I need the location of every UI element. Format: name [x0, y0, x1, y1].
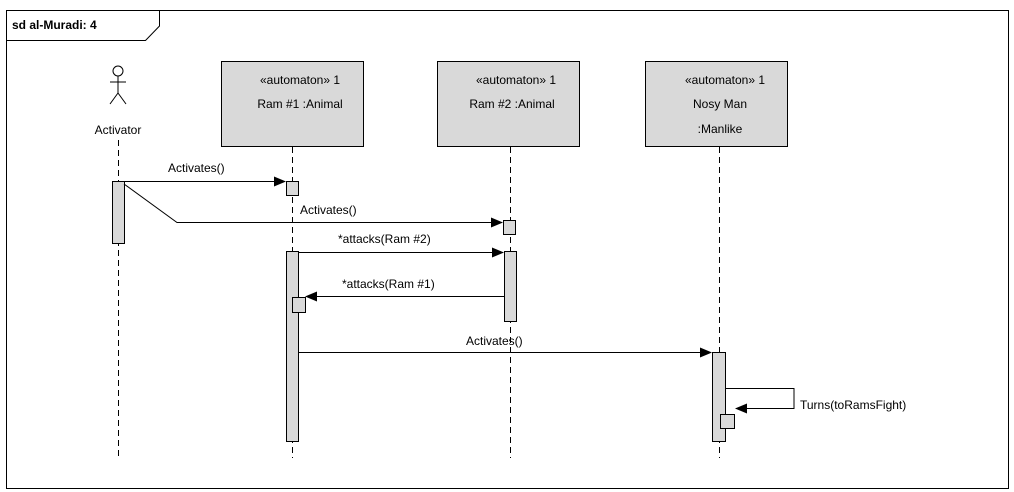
message-turns-self[interactable]: Turns(toRamsFight) [726, 388, 906, 414]
activation-bar [286, 181, 299, 196]
participant-ram2[interactable]: «automaton» 1 Ram #2 :Animal [437, 61, 580, 147]
message-label: Activates() [300, 203, 357, 217]
participant-name: Activator [95, 123, 142, 137]
participant-nosy[interactable]: «automaton» 1 Nosy Man :Manlike [645, 61, 788, 147]
participant-stereotype: «automaton» 1 [260, 73, 340, 87]
participant-name-line2: :Manlike [698, 122, 743, 136]
message-attacks-ram2[interactable]: *attacks(Ram #2) [298, 232, 504, 258]
participant-name: Ram #2 :Animal [469, 97, 554, 111]
message-label: *attacks(Ram #2) [338, 232, 431, 246]
participant-stereotype: «automaton» 1 [476, 73, 556, 87]
frame-title: sd al-Muradi: 4 [12, 18, 97, 32]
message-activates-ram2[interactable]: Activates() [123, 183, 503, 228]
message-activates-ram1[interactable]: Activates() [124, 161, 286, 187]
activation-bar [112, 181, 125, 244]
participant-ram1[interactable]: «automaton» 1 Ram #1 :Animal [221, 61, 364, 147]
message-label: Activates() [168, 161, 225, 175]
participant-stereotype: «automaton» 1 [685, 73, 765, 87]
message-label: Turns(toRamsFight) [800, 398, 906, 412]
participant-activator[interactable]: Activator [95, 65, 142, 137]
message-activates-nosy[interactable]: Activates() [298, 334, 712, 358]
activations [112, 181, 735, 442]
participant-name: Nosy Man [693, 97, 747, 111]
activation-bar [720, 414, 735, 429]
message-label: Activates() [466, 334, 523, 348]
actor-icon [109, 65, 127, 105]
activation-bar [504, 251, 517, 322]
activation-bar [503, 220, 516, 235]
activation-bar [286, 251, 299, 442]
participant-name: Ram #1 :Animal [257, 97, 342, 111]
message-label: *attacks(Ram #1) [342, 277, 435, 291]
message-attacks-ram1[interactable]: *attacks(Ram #1) [305, 277, 504, 302]
activation-bar [292, 297, 306, 313]
